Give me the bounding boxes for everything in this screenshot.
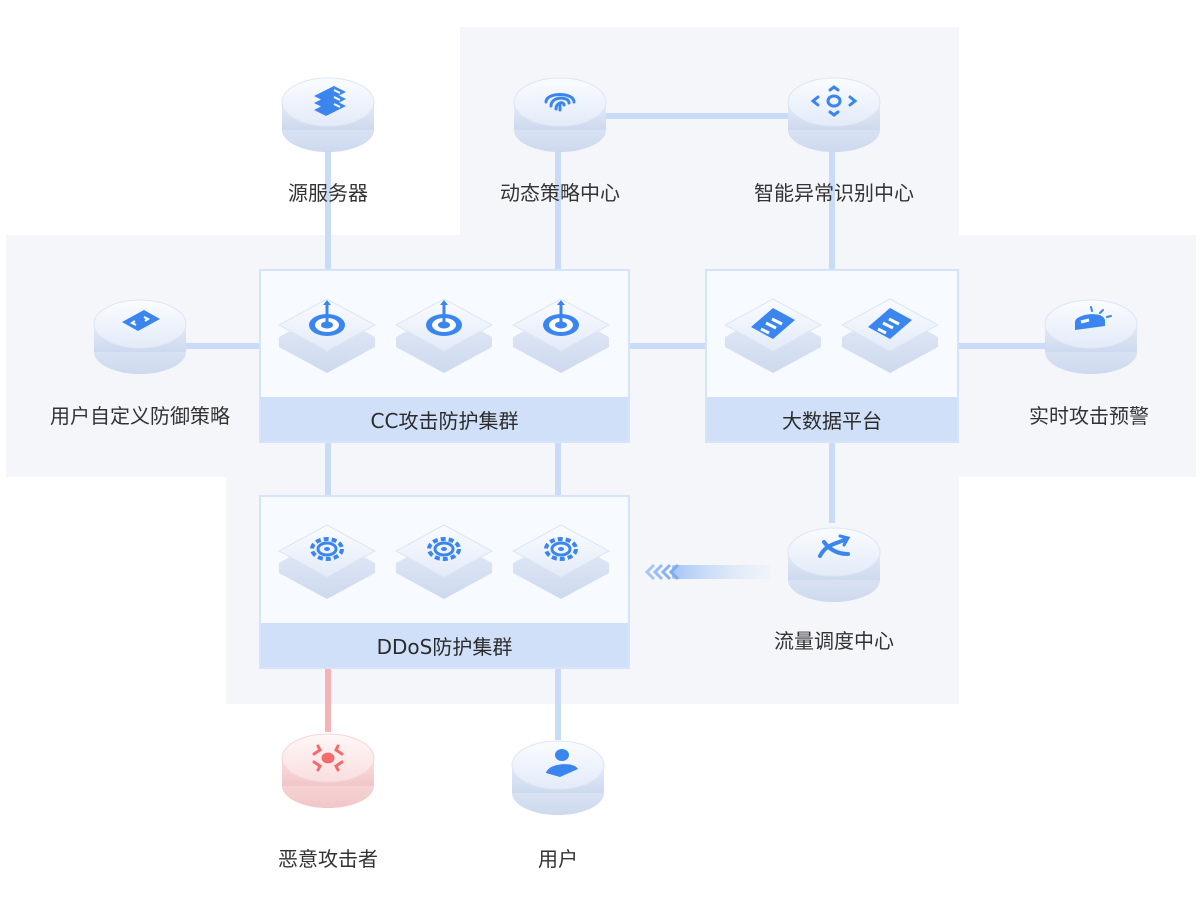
ddos-node-2 — [394, 515, 494, 605]
cc-cluster-label: CC攻击防护集群 — [261, 397, 628, 441]
cc-node-3 — [511, 289, 611, 379]
ddos-node-1 — [277, 515, 377, 605]
target-icon — [543, 300, 579, 336]
line-bigdata-to-alert — [957, 343, 1049, 349]
origin-server-node[interactable] — [280, 70, 376, 156]
dynamic-policy-label: 动态策略中心 — [500, 181, 620, 205]
origin-server-label: 源服务器 — [288, 181, 368, 205]
line-bigdata-to-dispatch — [829, 441, 835, 523]
virus-icon — [312, 744, 344, 772]
line-custom-to-cc — [185, 343, 261, 349]
line-policy-to-cc — [555, 150, 561, 272]
line-user-to-ddos — [555, 668, 561, 740]
anomaly-center-node[interactable] — [786, 70, 882, 156]
cc-node-2 — [394, 289, 494, 379]
gear-icon — [427, 537, 461, 561]
gear-icon — [310, 537, 344, 561]
traffic-dispatch-label: 流量调度中心 — [774, 629, 894, 653]
data-grid-icon — [868, 308, 912, 339]
target-icon — [309, 300, 345, 336]
custom-policy-label: 用户自定义防御策略 — [50, 404, 230, 428]
bigdata-node-1 — [723, 289, 823, 379]
ddos-node-3 — [511, 515, 611, 605]
ddos-cluster[interactable]: DDoS防护集群 — [259, 495, 630, 669]
attacker-label: 恶意攻击者 — [278, 847, 378, 871]
target-icon — [426, 300, 462, 336]
realtime-alert-node[interactable] — [1043, 292, 1139, 378]
line-origin-to-cc — [325, 150, 331, 272]
fingerprint-icon — [544, 93, 576, 112]
user-icon — [546, 749, 578, 777]
line-anomaly-to-bigdata — [829, 150, 835, 272]
bigdata-cluster[interactable]: 大数据平台 — [705, 269, 959, 443]
user-node[interactable] — [510, 733, 606, 819]
line-cc-to-ddos-right — [555, 441, 561, 497]
line-cc-to-bigdata — [628, 343, 706, 349]
line-policy-to-anomaly — [605, 113, 795, 119]
line-cc-to-ddos-left — [325, 441, 331, 497]
bigdata-cluster-label: 大数据平台 — [707, 397, 957, 441]
flow-arrow — [644, 563, 770, 581]
server-icon — [314, 86, 346, 116]
traffic-dispatch-node[interactable] — [786, 520, 882, 606]
line-attacker-to-ddos — [325, 668, 331, 732]
attacker-node[interactable] — [280, 726, 376, 812]
user-label: 用户 — [538, 847, 578, 871]
route-icon — [818, 534, 851, 558]
custom-policy-node[interactable] — [92, 292, 188, 378]
realtime-alert-label: 实时攻击预警 — [1029, 404, 1149, 428]
scan-icon — [810, 85, 858, 117]
anomaly-center-label: 智能异常识别中心 — [754, 181, 914, 205]
code-window-icon — [122, 310, 160, 331]
dynamic-policy-node[interactable] — [512, 70, 608, 156]
data-grid-icon — [751, 308, 795, 339]
gear-icon — [544, 537, 578, 561]
bigdata-node-2 — [840, 289, 940, 379]
alarm-icon — [1075, 306, 1112, 330]
cc-cluster[interactable]: CC攻击防护集群 — [259, 269, 630, 443]
cc-node-1 — [277, 289, 377, 379]
ddos-cluster-label: DDoS防护集群 — [261, 623, 628, 667]
